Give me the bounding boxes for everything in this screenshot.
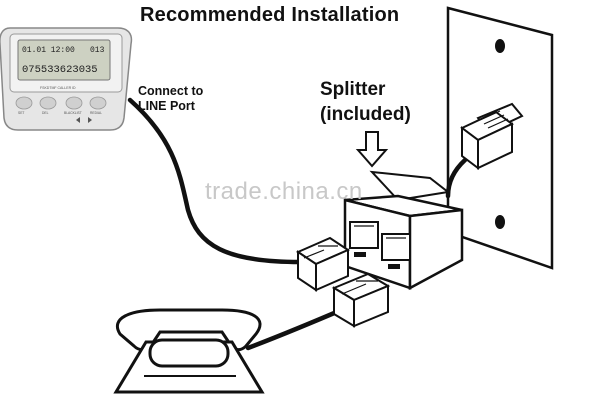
device-button-label: SET [18, 111, 24, 115]
rj11-plug-icon [331, 272, 391, 328]
splitter-label-line1: Splitter [320, 79, 386, 100]
device-button-label: DEL [42, 111, 49, 115]
device-brand: FSKDTMF CALLER ID [40, 86, 76, 90]
diagram-title: Recommended Installation [140, 4, 400, 26]
connect-label-line1: Connect to [138, 84, 204, 98]
splitter-label-line2: (included) [320, 104, 411, 125]
lcd-small: 013 [90, 46, 105, 55]
device-button-label: REDIAL [90, 111, 102, 115]
lcd-line1: 01.01 12:00 [22, 46, 75, 55]
connect-label-line2: LINE Port [138, 99, 195, 113]
caller-id-device-icon: 01.01 12:00 013 075533623035 FSKDTMF CAL… [0, 27, 133, 131]
splitter-label: Splitter (included) [320, 77, 411, 127]
lcd-line2: 075533623035 [22, 64, 98, 76]
watermark: trade.china.cn [205, 178, 363, 205]
arrow-down-icon [355, 131, 389, 168]
telephone-icon [113, 308, 265, 394]
splitter-icon [343, 170, 464, 291]
device-button-label: BLACKLIST [64, 111, 82, 115]
connect-label: Connect to LINE Port [138, 84, 203, 114]
rj11-plug-icon [295, 236, 351, 292]
